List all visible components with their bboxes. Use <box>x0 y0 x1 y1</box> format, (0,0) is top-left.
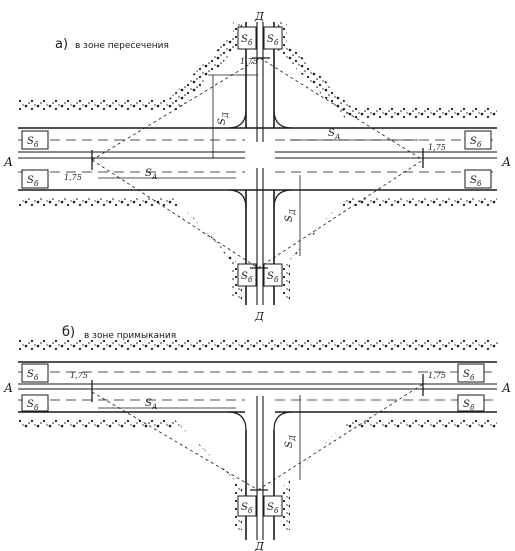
sb-label: S <box>463 399 470 410</box>
sd-sub: Д <box>289 435 297 442</box>
panel-b-caption: в зоне примыкания <box>84 331 176 341</box>
sb-label: S <box>470 136 477 147</box>
panel-a-shoulder-bottom <box>18 198 242 300</box>
sa-label: S <box>145 168 152 179</box>
sb-sub: б <box>248 507 253 515</box>
sb-sub: б <box>34 141 39 149</box>
sb-sub: б <box>470 404 475 412</box>
panel-a-end-block-labels: S б S б S б S б S б S б S б S б <box>27 34 482 284</box>
offset-label: 1,75 <box>428 143 446 152</box>
panel-a-cross-road <box>227 22 293 305</box>
sb-label: S <box>267 271 274 282</box>
sb-label: S <box>241 502 248 513</box>
sb-label: S <box>470 175 477 186</box>
panel-b-letter: б) <box>62 325 75 340</box>
sb-sub: б <box>34 374 39 382</box>
sa-sub: А <box>151 403 157 411</box>
sd-label: S <box>284 215 295 222</box>
panel-a-letter: а) <box>55 37 68 52</box>
axis-a-left: А <box>3 155 13 169</box>
panel-b-shoulder-top <box>18 340 498 350</box>
sb-label: S <box>27 175 34 186</box>
sb-sub: б <box>477 180 482 188</box>
sb-label: S <box>27 369 34 380</box>
sb-label: S <box>463 369 470 380</box>
sb-label: S <box>27 399 34 410</box>
panel-b-cross-road <box>227 396 293 540</box>
sd-sub: Д <box>289 209 297 216</box>
panel-b-dimensions <box>91 374 424 491</box>
sb-label: S <box>241 34 248 45</box>
panel-a-shoulder-top-right <box>278 22 497 118</box>
sb-sub: б <box>274 276 279 284</box>
panel-a-caption: в зоне пересечения <box>75 41 169 51</box>
panel-b-main-road <box>18 361 497 413</box>
axis-d-bottom: Д <box>254 540 265 551</box>
panel-b-dimension-labels: S А S Д 1,75 1,75 А А Д <box>3 371 511 551</box>
panel-b-shoulder-bottom-right <box>282 420 497 530</box>
offset-label: 1,75 <box>64 173 82 182</box>
sd-sub: Д <box>222 112 230 119</box>
axis-a-left: А <box>3 381 13 395</box>
sb-sub: б <box>470 374 475 382</box>
axis-d-top: Д <box>254 10 265 23</box>
offset-label: 1,75 <box>428 371 446 380</box>
sa-sub: А <box>151 173 157 181</box>
sb-sub: б <box>274 507 279 515</box>
sb-label: S <box>27 136 34 147</box>
offset-label: 1,75 <box>70 371 88 380</box>
sb-label: S <box>267 502 274 513</box>
axis-a-right: А <box>501 381 511 395</box>
panel-a-dimension-labels: S А S А S Д S Д 1,75 1,75 1,75 А А Д Д <box>3 10 511 323</box>
panel-a-dimensions <box>91 57 424 269</box>
panel-a-shoulder-bottom-right <box>282 198 497 300</box>
panel-a-end-blocks <box>21 26 492 287</box>
sd-label: S <box>284 441 295 448</box>
panel-b-shoulder-bottom-left <box>18 420 242 530</box>
panel-b-end-block-labels: S б S б S б S б S б S б <box>27 369 475 515</box>
sa-label: S <box>145 398 152 409</box>
sb-sub: б <box>477 141 482 149</box>
sb-label: S <box>241 271 248 282</box>
sa-label: S <box>328 128 335 139</box>
sb-sub: б <box>34 180 39 188</box>
sd-label: S <box>217 118 228 125</box>
sb-sub: б <box>34 404 39 412</box>
sb-sub: б <box>274 39 279 47</box>
axis-d-bottom: Д <box>254 310 265 323</box>
panel-b: б) в зоне примыкания <box>3 325 511 551</box>
panel-a-shoulder-top <box>18 22 242 110</box>
sb-sub: б <box>248 39 253 47</box>
sb-label: S <box>267 34 274 45</box>
offset-label: 1,75 <box>240 57 258 66</box>
sa-sub: А <box>334 133 340 141</box>
sb-sub: б <box>248 276 253 284</box>
panel-a: а) в зоне пересечения <box>3 10 511 323</box>
panel-b-end-blocks <box>21 363 485 517</box>
axis-a-right: А <box>501 155 511 169</box>
